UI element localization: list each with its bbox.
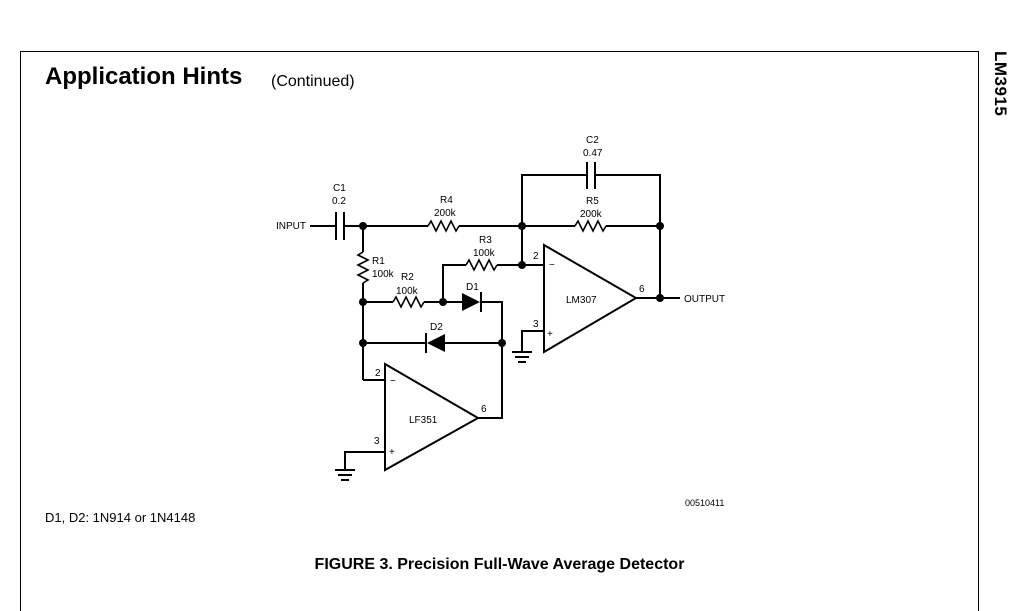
c1-name: C1 xyxy=(333,183,346,194)
ground-symbol xyxy=(335,469,355,481)
capacitor-c2 xyxy=(586,162,596,189)
junction-dots xyxy=(359,222,664,347)
resistor-r2 xyxy=(392,295,425,309)
section-title: Application Hints xyxy=(45,63,243,90)
input-label: INPUT xyxy=(276,221,306,232)
part-number-tab: LM3915 xyxy=(991,51,1010,117)
lm307-pin3: 3 xyxy=(533,319,539,330)
r2-name: R2 xyxy=(401,272,414,283)
r1-value: 100k xyxy=(372,269,395,280)
capacitor-c1 xyxy=(335,212,345,240)
r3-value: 100k xyxy=(473,248,496,259)
figure-id: 00510411 xyxy=(685,498,724,508)
section-subtitle: (Continued) xyxy=(271,73,355,90)
lm307-plus: + xyxy=(547,329,553,340)
opamp-lf351 xyxy=(384,362,481,472)
diode-d2 xyxy=(425,333,445,353)
lm307-minus: − xyxy=(549,260,555,271)
resistor-r4 xyxy=(427,219,460,233)
r3-name: R3 xyxy=(479,235,492,246)
r5-name: R5 xyxy=(586,196,599,207)
opamp-lm307 xyxy=(543,243,638,354)
lf351-pin6: 6 xyxy=(481,404,487,415)
lm307-pin6: 6 xyxy=(639,284,645,295)
r2-value: 100k xyxy=(396,286,419,297)
resistor-r3 xyxy=(465,258,498,272)
resistor-r1 xyxy=(356,251,370,284)
r5-value: 200k xyxy=(580,209,603,220)
resistor-r5 xyxy=(574,219,607,233)
c2-value: 0.47 xyxy=(583,148,603,159)
page-frame xyxy=(20,51,979,611)
figure-caption: FIGURE 3. Precision Full-Wave Average De… xyxy=(314,556,685,573)
output-label: OUTPUT xyxy=(684,294,725,305)
lm307-label: LM307 xyxy=(566,295,597,306)
lf351-pin3: 3 xyxy=(374,436,380,447)
r1-name: R1 xyxy=(372,256,385,267)
lf351-pin2: 2 xyxy=(375,368,381,379)
lm307-pin2: 2 xyxy=(533,251,539,262)
diode-footnote: D1, D2: 1N914 or 1N4148 xyxy=(45,510,196,525)
c1-value: 0.2 xyxy=(332,196,346,207)
ground-symbol xyxy=(512,351,532,363)
d1-name: D1 xyxy=(466,282,479,293)
lf351-minus: − xyxy=(390,376,396,387)
d2-name: D2 xyxy=(430,322,443,333)
r4-name: R4 xyxy=(440,195,453,206)
c2-name: C2 xyxy=(586,135,599,146)
diode-d1 xyxy=(462,292,482,312)
lf351-plus: + xyxy=(389,447,395,458)
r4-value: 200k xyxy=(434,208,457,219)
lf351-label: LF351 xyxy=(409,415,438,426)
